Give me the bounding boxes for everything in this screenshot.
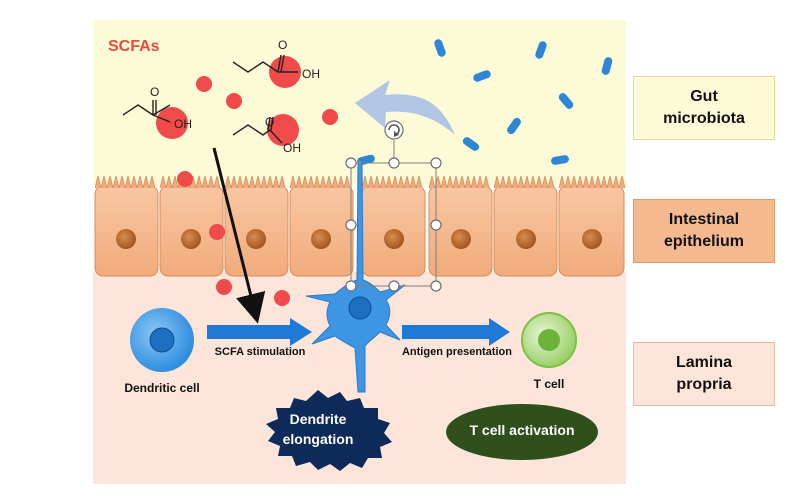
resize-handle[interactable] <box>430 219 442 231</box>
oxygen-label: O <box>150 85 160 99</box>
scfa-diffusion-arrow <box>212 147 266 324</box>
nucleus <box>116 229 136 249</box>
resize-handle[interactable] <box>345 280 357 292</box>
resize-handle[interactable] <box>388 280 400 292</box>
elongated-cell-nucleus <box>348 296 372 320</box>
nucleus <box>582 229 602 249</box>
antigen-presentation-label: Antigen presentation <box>401 346 512 358</box>
lamina-label-line1: Lamina <box>675 354 732 371</box>
nucleus <box>516 229 536 249</box>
scfa-highlight <box>156 107 188 139</box>
epithelium-label-line2: epithelium <box>663 233 744 250</box>
resize-handle[interactable] <box>430 157 442 169</box>
bacterium <box>601 57 613 75</box>
t-cell-activation-badge <box>446 404 598 460</box>
scfa-dot <box>196 76 212 92</box>
dendrite-elongation-badge <box>266 390 392 471</box>
bacterium <box>535 41 547 59</box>
bacterium <box>462 137 480 151</box>
valerate-structure <box>232 54 301 88</box>
resize-handle[interactable] <box>430 280 442 292</box>
bacterium <box>473 70 491 82</box>
lamina-propria-box: Lamina propria <box>633 342 775 406</box>
scfas-label: SCFAs <box>108 38 160 55</box>
dendrite-elongation-label: Dendrite elongation <box>258 409 378 449</box>
dendrite-label-line2: elongation <box>282 431 354 447</box>
scfa-dot <box>216 279 232 295</box>
bacterium <box>558 93 574 109</box>
butyrate-structure <box>232 114 299 146</box>
propionate-structure <box>122 100 188 139</box>
resize-handle[interactable] <box>345 219 357 231</box>
microvilli <box>94 175 626 189</box>
scfa-dot <box>177 171 193 187</box>
nucleus <box>384 229 404 249</box>
gut-label-line2: microbiota <box>663 110 745 127</box>
t-cell-label: T cell <box>533 377 565 391</box>
gut-label-line1: Gut <box>690 88 718 105</box>
oxygen-label: O <box>278 38 288 52</box>
scfa-highlight <box>267 114 299 146</box>
scfa-dot <box>322 109 338 125</box>
scfa-dot <box>274 290 290 306</box>
intestinal-epithelium-box: Intestinal epithelium <box>633 199 775 263</box>
nucleus <box>311 229 331 249</box>
scfa-stimulation-arrow <box>207 318 312 346</box>
bacterium <box>507 117 521 135</box>
rotate-handle-icon[interactable] <box>384 120 404 140</box>
dendritic-cell-label: Dendritic cell <box>124 381 200 395</box>
uptake-arrow <box>355 80 455 135</box>
dendrite-label-line1: Dendrite <box>289 411 347 427</box>
t-cell-nucleus <box>538 329 560 351</box>
gut-microbiota-box: Gut microbiota <box>633 76 775 140</box>
nucleus <box>246 229 266 249</box>
selection-handles[interactable] <box>345 157 442 292</box>
bacterium <box>434 39 446 57</box>
scfa-dot <box>209 224 225 240</box>
resize-handle[interactable] <box>388 157 400 169</box>
scfa-stimulation-label: SCFA stimulation <box>214 346 306 358</box>
resize-handle[interactable] <box>345 157 357 169</box>
bacteria <box>357 39 613 166</box>
t-cell-activation-label: T cell activation <box>469 422 575 438</box>
lamina-label-line2: propria <box>676 376 732 393</box>
nucleus <box>181 229 201 249</box>
scfa-particles <box>177 76 338 306</box>
hydroxyl-label: OH <box>174 117 192 131</box>
epithelium-label-line1: Intestinal <box>668 211 740 228</box>
nucleus <box>451 229 471 249</box>
hydroxyl-label: OH <box>302 67 320 81</box>
bacterium <box>551 155 569 165</box>
antigen-presentation-arrow <box>402 318 510 346</box>
elongated-dendritic-cell <box>305 159 406 393</box>
hydroxyl-label: OH <box>283 141 301 155</box>
scfa-dot <box>226 93 242 109</box>
dendritic-cell-nucleus <box>149 327 175 353</box>
oxygen-label: O <box>265 115 275 129</box>
epithelium-layer <box>94 175 626 277</box>
